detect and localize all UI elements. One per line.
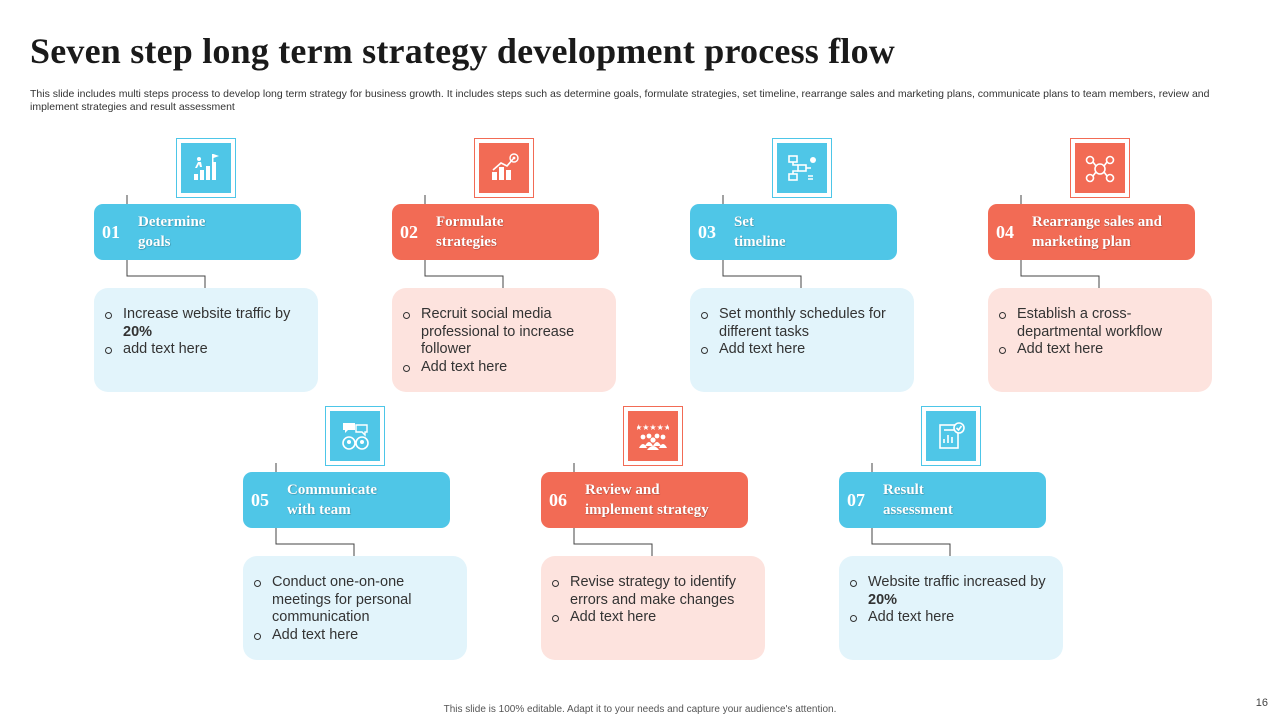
step-03-icon-frame [772,138,832,198]
step-number: 05 [251,489,269,510]
footer-note: This slide is 100% editable. Adapt it to… [443,704,837,715]
step-02-card: Recruit social media professional to inc… [392,288,616,392]
bullet-item: Website traffic increased by 20% [849,574,1051,609]
bullet-item: Add text here [551,609,753,627]
team-rating-icon: ★★★★★ [628,411,678,461]
report-check-icon [926,411,976,461]
step-number: 06 [549,489,567,510]
step-01: 01 Determine goals Increase website traf… [94,138,394,408]
step-04-icon-frame [1070,138,1130,198]
step-06: ★★★★★ 06 Review and implement strategy R… [541,406,841,676]
bullet-item: Conduct one-on-one meetings for personal… [253,574,455,627]
step-title: Review and implement strategy [585,482,709,518]
page-number: 16 [1255,697,1268,709]
step-number: 07 [847,489,865,510]
page-title: Seven step long term strategy developmen… [30,31,895,71]
step-04-header: 04 Rearrange sales and marketing plan [988,204,1195,260]
bullet-item: Add text here [402,359,604,377]
step-01-card: Increase website traffic by 20% add text… [94,288,318,392]
step-03-card: Set monthly schedules for different task… [690,288,914,392]
step-05: 05 Communicate with team Conduct one-on-… [243,406,543,676]
step-06-icon-frame: ★★★★★ [623,406,683,466]
step-02-header: 02 Formulate strategies [392,204,599,260]
step-number: 02 [400,221,418,242]
svg-text:★★★★★: ★★★★★ [637,423,669,432]
step-03-header: 03 Set timeline [690,204,897,260]
step-07-icon-frame [921,406,981,466]
step-01-header: 01 Determine goals [94,204,301,260]
step-04-card: Establish a cross-departmental workflow … [988,288,1212,392]
step-title: Rearrange sales and marketing plan [1032,214,1162,250]
step-05-header: 05 Communicate with team [243,472,450,528]
step-title: Result assessment [883,482,953,518]
bullet-item: Add text here [849,609,1051,627]
step-number: 01 [102,221,120,242]
bullet-item: Increase website traffic by 20% [104,306,306,341]
marketing-network-icon [1075,143,1125,193]
step-title: Set timeline [734,214,786,250]
step-title: Formulate strategies [436,214,504,250]
step-number: 04 [996,221,1014,242]
step-05-icon-frame [325,406,385,466]
step-title: Communicate with team [287,482,377,518]
step-03: 03 Set timeline Set monthly schedules fo… [690,138,990,408]
flowchart-icon [777,143,827,193]
bullet-item: Establish a cross-departmental workflow [998,306,1200,341]
step-number: 03 [698,221,716,242]
step-title: Determine goals [138,214,206,250]
step-02-icon-frame [474,138,534,198]
step-02: 02 Formulate strategies Recruit social m… [392,138,692,408]
bar-chart-target-icon [479,143,529,193]
growth-chart-flag-icon [181,143,231,193]
team-chat-icon [330,411,380,461]
bullet-item: add text here [104,341,306,359]
bullet-item: Add text here [253,627,455,645]
step-05-card: Conduct one-on-one meetings for personal… [243,556,467,660]
step-07: 07 Result assessment Website traffic inc… [839,406,1139,676]
step-07-card: Website traffic increased by 20% Add tex… [839,556,1063,660]
page-subtitle: This slide includes multi steps process … [30,88,1210,113]
step-04: 04 Rearrange sales and marketing plan Es… [988,138,1280,408]
bullet-item: Set monthly schedules for different task… [700,306,902,341]
step-01-icon-frame [176,138,236,198]
bullet-item: Add text here [700,341,902,359]
step-07-header: 07 Result assessment [839,472,1046,528]
bullet-item: Add text here [998,341,1200,359]
bullet-item: Recruit social media professional to inc… [402,306,604,359]
bullet-item: Revise strategy to identify errors and m… [551,574,753,609]
step-06-card: Revise strategy to identify errors and m… [541,556,765,660]
step-06-header: 06 Review and implement strategy [541,472,748,528]
